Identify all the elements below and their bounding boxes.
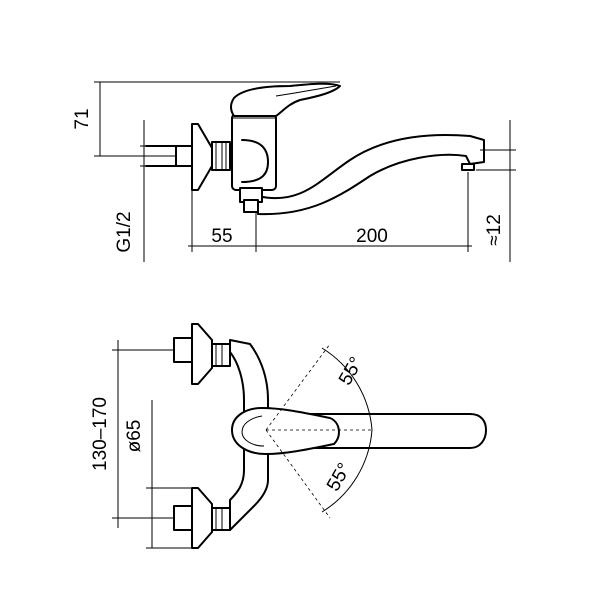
- aerator-side: [461, 163, 475, 171]
- dimension-horizontal: 55 200: [188, 172, 472, 252]
- dimension-thread: G1/2: [114, 120, 148, 262]
- dimension-diameter: ø65: [124, 400, 192, 549]
- escutcheon-side: [191, 123, 231, 191]
- dimension-spacing: 130–170: [90, 340, 174, 528]
- dimension-spacing-label: 130–170: [90, 397, 111, 471]
- lever-handle-front: [231, 407, 340, 455]
- side-view: 71 G1/2 55 200 ≈12: [72, 81, 516, 262]
- mixer-body-side: [231, 113, 277, 213]
- spout-side: [257, 134, 485, 216]
- dimension-71: 71: [72, 81, 340, 157]
- front-view: 55° 55° 130–170 ø65: [90, 323, 487, 549]
- dimension-200-label: 200: [356, 226, 388, 247]
- spout-front: [299, 413, 487, 449]
- dimension-71-label: 71: [72, 108, 93, 129]
- dimension-thread-label: G1/2: [114, 211, 135, 252]
- lower-connection: [173, 487, 231, 549]
- angle-down-label: 55°: [323, 460, 356, 495]
- dimension-55-label: 55: [211, 226, 232, 247]
- angle-up-label: 55°: [335, 354, 368, 389]
- upper-connection: [173, 323, 231, 385]
- lever-handle-side: [230, 82, 341, 117]
- dimension-diameter-label: ø65: [124, 420, 145, 453]
- dimension-12: ≈12: [476, 120, 516, 262]
- dimension-12-label: ≈12: [484, 214, 505, 246]
